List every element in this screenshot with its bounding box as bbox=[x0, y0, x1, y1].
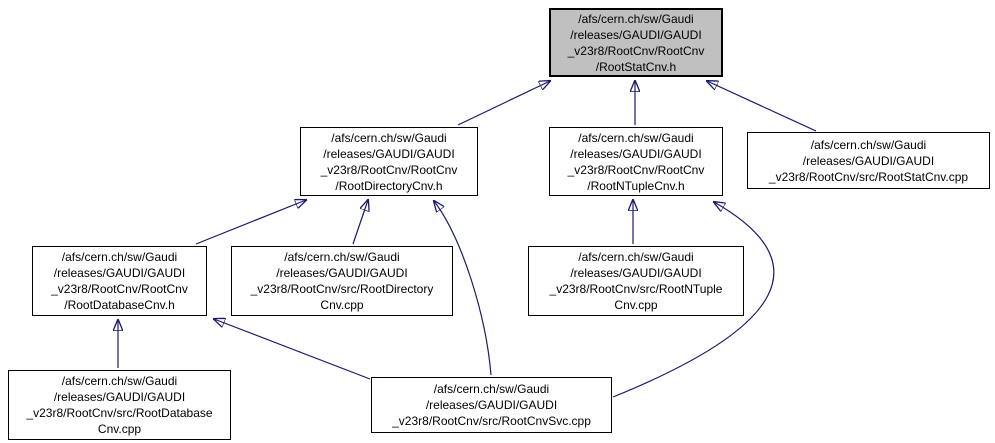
node-rootdirectorycnv-cpp[interactable]: /afs/cern.ch/sw/Gaudi /releases/GAUDI/GA… bbox=[231, 246, 453, 316]
edge-rootcnvsvc-cpp-to-rootntuplecnv-h bbox=[612, 202, 775, 398]
node-rootstatcnv-h[interactable]: /afs/cern.ch/sw/Gaudi /releases/GAUDI/GA… bbox=[549, 8, 723, 77]
node-rootcnvsvc-cpp[interactable]: /afs/cern.ch/sw/Gaudi /releases/GAUDI/GA… bbox=[371, 377, 612, 433]
edge-rootdirectorycnv-cpp-to-rootdirectorycnv-h bbox=[352, 200, 368, 245]
node-rootntuplecnv-cpp[interactable]: /afs/cern.ch/sw/Gaudi /releases/GAUDI/GA… bbox=[528, 246, 744, 316]
node-rootntuplecnv-h[interactable]: /afs/cern.ch/sw/Gaudi /releases/GAUDI/GA… bbox=[549, 127, 723, 196]
node-rootdatabasecnv-cpp[interactable]: /afs/cern.ch/sw/Gaudi /releases/GAUDI/GA… bbox=[8, 370, 231, 440]
edge-rootcnvsvc-cpp-to-rootdatabasecnv-h bbox=[214, 319, 371, 380]
edge-rootstatcnv-cpp-to-rootstatcnv-h bbox=[707, 81, 817, 132]
edge-rootdirectorycnv-h-to-rootstatcnv-h bbox=[457, 81, 550, 126]
node-rootstatcnv-cpp[interactable]: /afs/cern.ch/sw/Gaudi /releases/GAUDI/GA… bbox=[747, 132, 990, 189]
edge-rootdatabasecnv-h-to-rootdirectorycnv-h bbox=[195, 200, 306, 245]
node-rootdirectorycnv-h[interactable]: /afs/cern.ch/sw/Gaudi /releases/GAUDI/GA… bbox=[300, 127, 478, 196]
edge-rootcnvsvc-cpp-to-rootdirectorycnv-h bbox=[434, 201, 492, 376]
node-rootdatabasecnv-h[interactable]: /afs/cern.ch/sw/Gaudi /releases/GAUDI/GA… bbox=[32, 246, 207, 316]
